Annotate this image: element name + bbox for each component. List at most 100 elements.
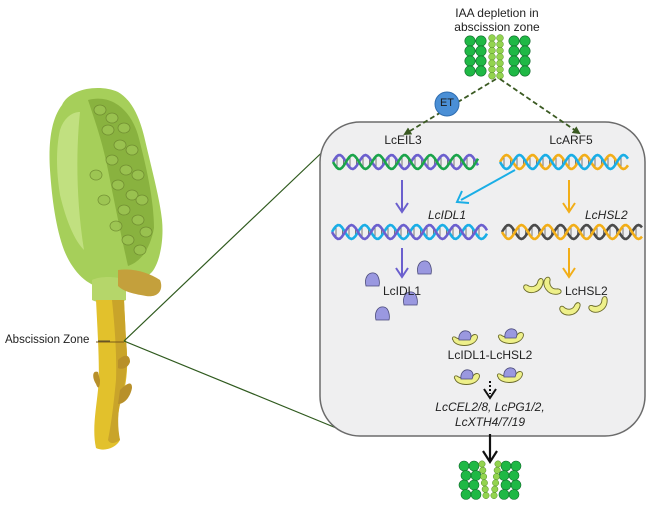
dna-helix-lchsl2-gene: [500, 223, 643, 241]
cell-dark: [510, 479, 522, 491]
cell-dark: [508, 470, 520, 481]
fruit-bump: [113, 139, 127, 151]
fruit-highlight: [57, 112, 84, 250]
lceil3-label: LcEIL3: [384, 133, 422, 147]
cell-light: [478, 460, 486, 468]
cell-dark: [508, 45, 520, 57]
cell-dark: [508, 489, 520, 500]
cell-light: [488, 46, 496, 55]
dna-strand: [498, 153, 630, 171]
cell-light: [488, 40, 496, 48]
cell-dark: [510, 460, 522, 472]
lchsl2-protein-label: LcHSL2: [565, 284, 608, 298]
fruit-bump: [131, 169, 145, 181]
cell-dark: [468, 479, 480, 491]
cell-light: [488, 65, 496, 74]
lcidl1-lchsl2-complex: [453, 369, 480, 385]
cell-light: [493, 466, 501, 474]
cell-light: [494, 460, 502, 468]
fruit-bump: [111, 179, 125, 191]
fruit-bump: [125, 144, 139, 156]
cell-dark: [498, 470, 510, 481]
cell-light: [496, 40, 504, 48]
cell-dark: [460, 489, 472, 500]
fruit-bump: [89, 169, 103, 181]
cell-light: [496, 65, 504, 74]
title-line-1: IAA depletion in: [455, 6, 539, 20]
fruit-bump: [109, 220, 123, 232]
litchi-fruit-illustration: [49, 88, 163, 450]
fruit-bump: [131, 214, 145, 226]
lcidl1-proteins: [365, 260, 432, 321]
dotted-arrow-to-targets: [483, 381, 497, 400]
et-circle: [434, 91, 460, 117]
cell-dark: [500, 479, 512, 491]
dna-helix-lcarf5: [498, 153, 630, 171]
dna-helix-lceil3: [331, 153, 480, 171]
fruit-bump: [135, 194, 149, 206]
cell-dark: [464, 35, 476, 47]
cell-light: [496, 53, 504, 61]
pedicel-branch-3: [118, 383, 132, 404]
cell-dark: [468, 460, 480, 472]
cell-dark: [464, 65, 476, 77]
zoom-connector-top: [123, 139, 336, 342]
fruit-bump: [105, 112, 119, 124]
cell-dark: [519, 35, 531, 47]
cell-dark: [475, 55, 487, 67]
pedicel-branch-2: [93, 371, 100, 388]
fruit-bump: [139, 226, 153, 238]
lchsl2-gene-label: LcHSL2: [585, 208, 628, 222]
fruit-bump: [105, 154, 119, 166]
cell-dark: [458, 479, 470, 491]
cell-dark: [519, 45, 531, 57]
fruit-bump: [121, 234, 135, 246]
cell-dark: [475, 65, 487, 77]
cell-light: [480, 479, 488, 487]
lcidl1-part: [504, 328, 518, 339]
dna-strand: [330, 223, 489, 241]
arrow-arf5-to-hsl2: [562, 180, 576, 214]
separated-abscission-cells: [458, 460, 522, 500]
dna-strand: [331, 153, 480, 171]
lchsl2-protein: [523, 278, 544, 294]
complex-label: LcIDL1-LcHSL2: [447, 348, 533, 362]
lchsl2-protein: [559, 302, 581, 316]
cell-light: [481, 485, 489, 493]
cell-dark: [500, 460, 512, 472]
cell-dark: [458, 460, 470, 472]
cell-dark: [508, 65, 520, 77]
cell-dark: [498, 489, 510, 500]
cell-light: [496, 59, 504, 67]
pedicel-shade: [108, 300, 127, 443]
cell-light: [492, 473, 500, 481]
lcidl1-protein: [417, 260, 432, 275]
fruit-bump: [133, 244, 147, 256]
lcarf5-label: LcARF5: [549, 133, 593, 147]
cell-light: [496, 46, 504, 55]
cell-light: [491, 485, 499, 493]
lcidl1-protein: [365, 272, 380, 287]
dna-helix-lcidl1-gene: [330, 223, 489, 241]
cell-light: [480, 473, 488, 481]
cell-dark: [460, 470, 472, 481]
fruit-bump: [125, 189, 139, 201]
fruit-bump: [101, 124, 115, 136]
lchsl2-protein: [588, 296, 608, 313]
cell-dark: [464, 55, 476, 67]
cell-dark: [475, 45, 487, 57]
fruit-bump: [119, 164, 133, 176]
target-genes-line-2: LcXTH4/7/19: [454, 415, 526, 429]
arrow-idl1-gene-to-protein: [395, 248, 409, 279]
lcidl1-protein-label: LcIDL1: [383, 284, 422, 298]
cell-dark: [475, 35, 487, 47]
lcidl1-part: [458, 330, 472, 341]
cell-light: [496, 34, 504, 42]
intact-abscission-cells: [464, 34, 531, 80]
arrow-arf5-to-idl1: [455, 169, 516, 204]
dna-strand: [500, 223, 643, 241]
lcidl1-part: [460, 369, 474, 380]
dna-strand: [498, 153, 630, 171]
cell-light: [496, 72, 504, 80]
